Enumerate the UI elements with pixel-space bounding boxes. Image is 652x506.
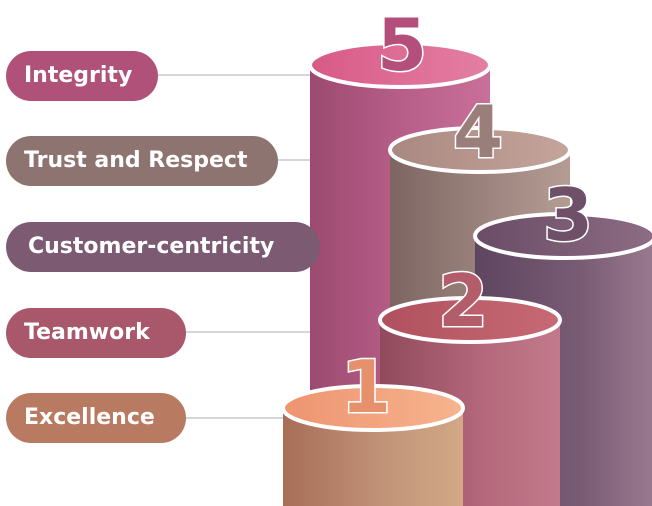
label-customer-centricity: Customer-centricity [6,222,320,272]
label-trust-and-respect-text: Trust and Respect [24,148,248,173]
label-teamwork-text: Teamwork [24,320,150,345]
label-excellence: Excellence [6,393,186,443]
label-teamwork: Teamwork [6,308,186,358]
label-excellence-text: Excellence [24,405,155,430]
level-number-1: 1 [341,345,391,429]
level-number-2: 2 [438,259,488,343]
label-integrity: Integrity [6,51,158,101]
level-number-3: 3 [543,173,593,257]
level-number-4: 4 [453,90,503,174]
level-number-5: 5 [377,3,427,87]
label-trust-and-respect: Trust and Respect [6,136,278,186]
label-customer-centricity-text: Customer-centricity [28,234,275,259]
pillar-1 [281,384,465,506]
label-integrity-text: Integrity [24,63,133,88]
